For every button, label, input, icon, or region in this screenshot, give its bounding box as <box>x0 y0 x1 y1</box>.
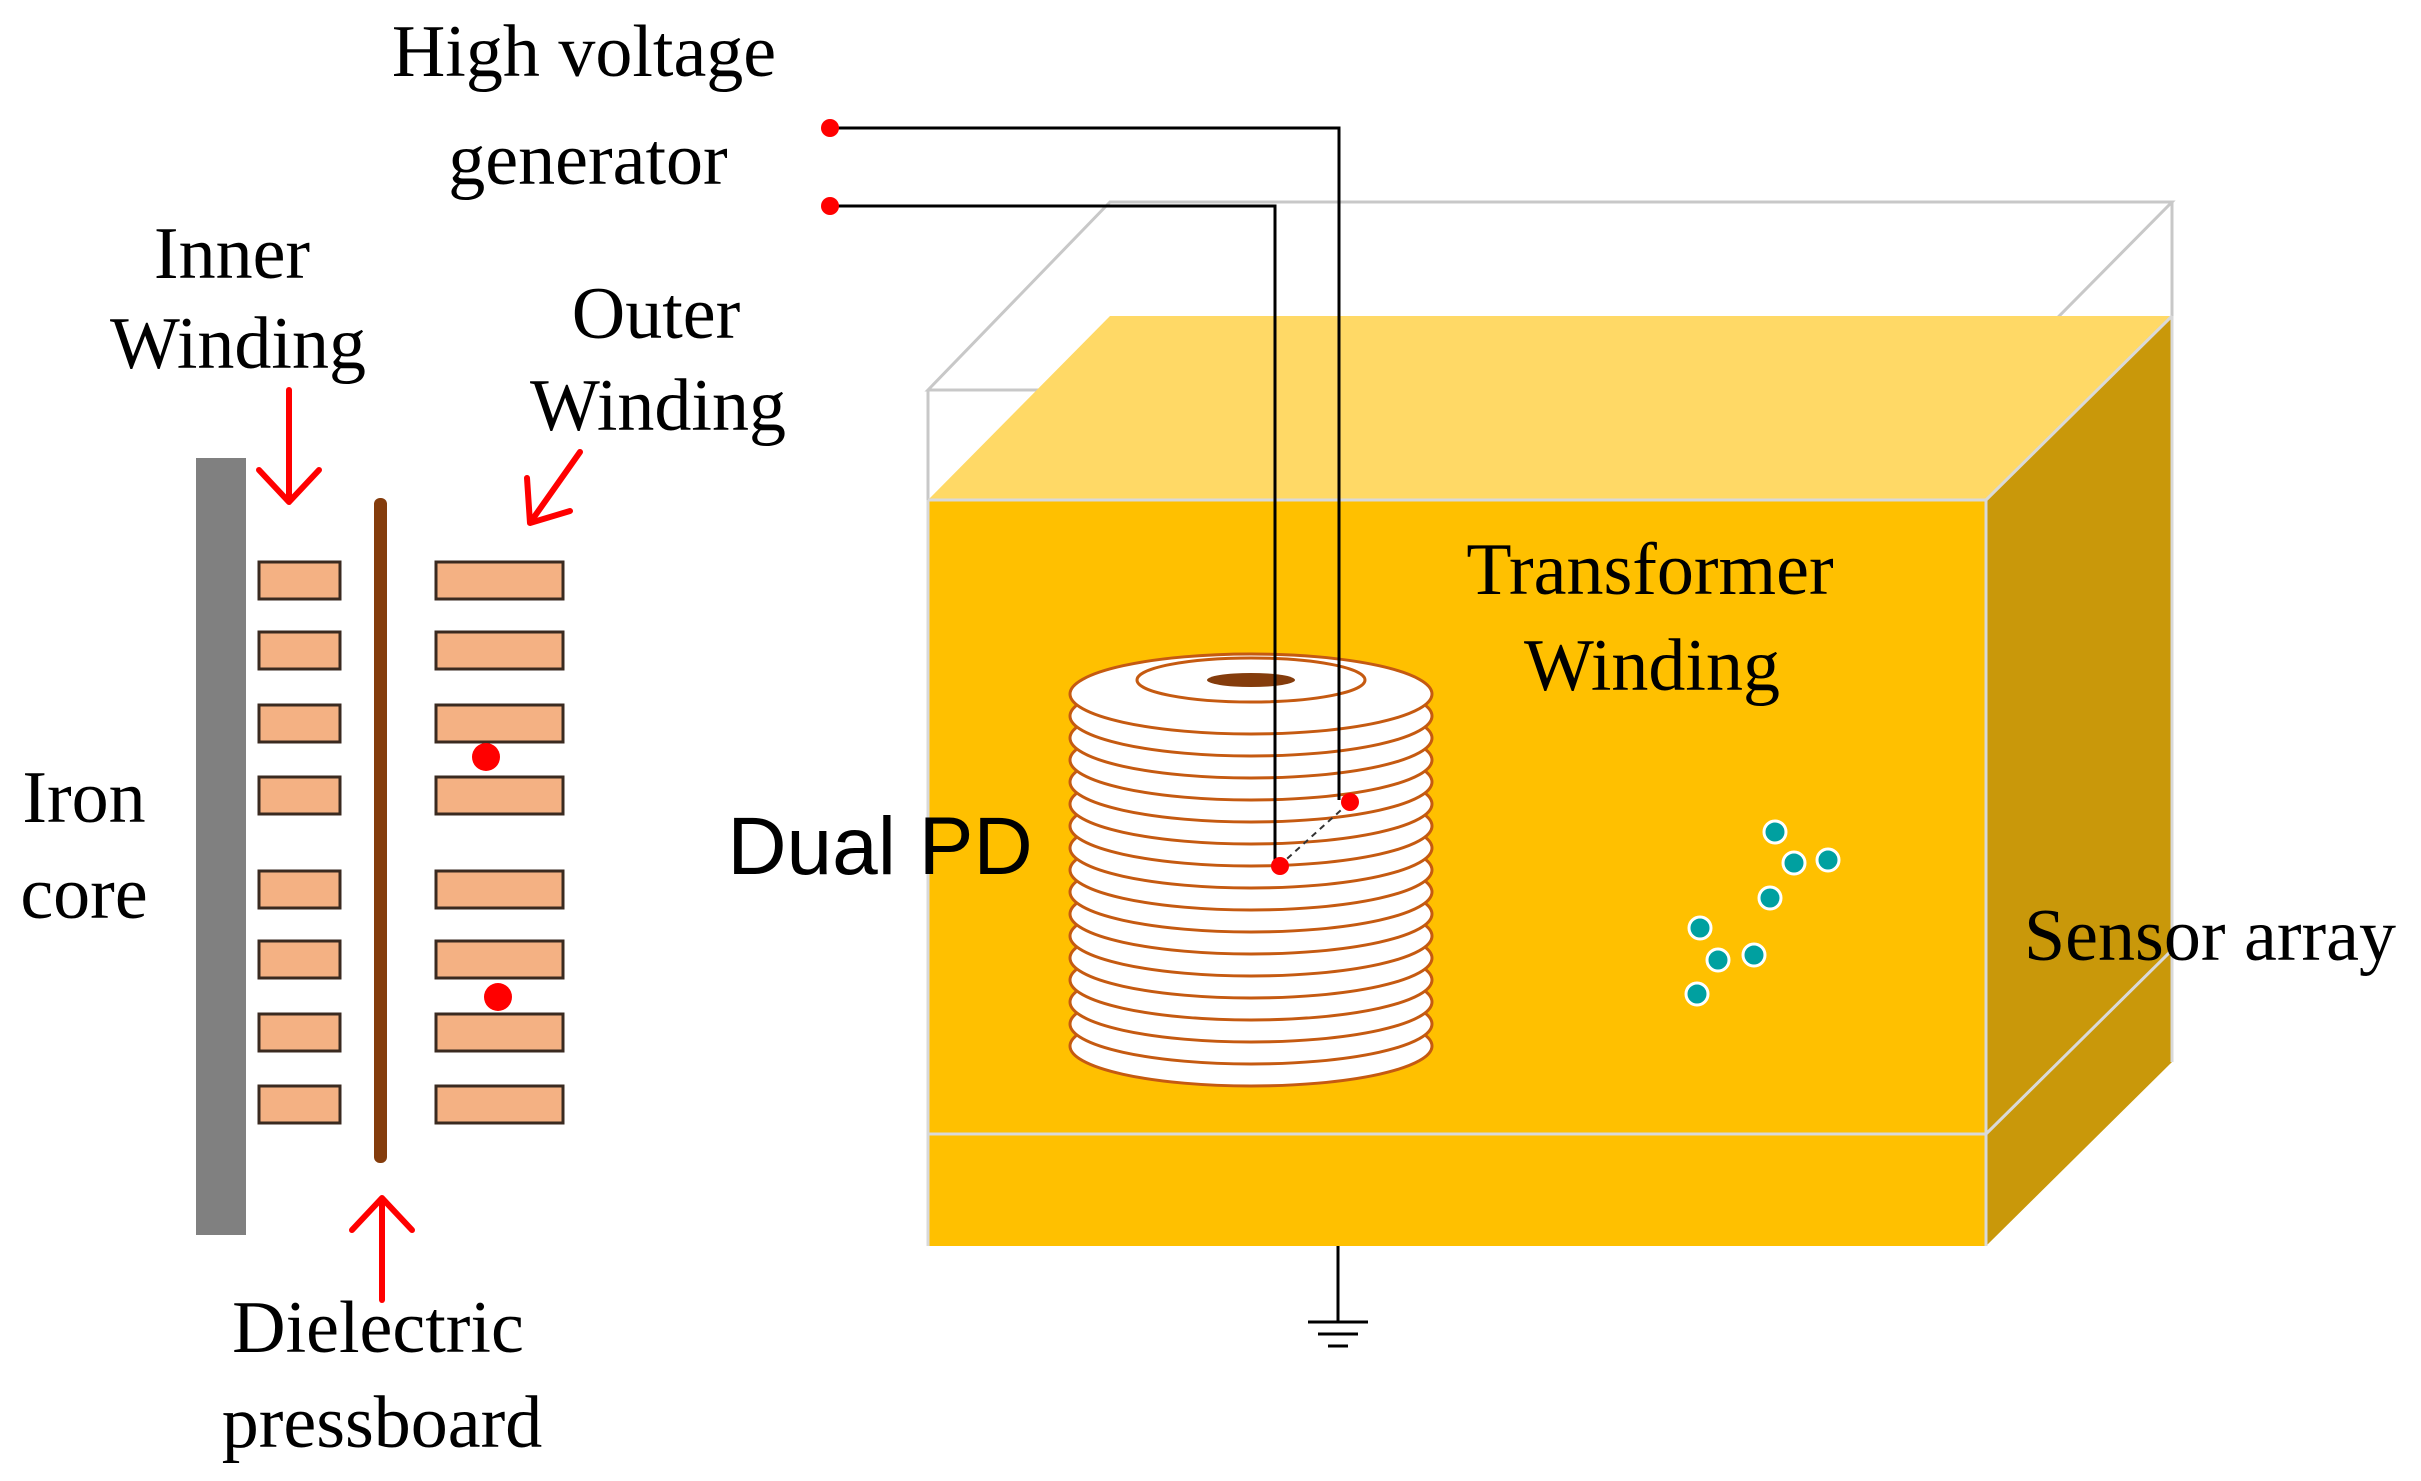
transformer-winding-label-line2: Winding <box>1524 625 1780 707</box>
inner-block <box>257 703 342 744</box>
sensor-dot <box>1741 942 1767 968</box>
hv-generator-label-line2: generator <box>448 119 727 201</box>
outer-block <box>434 630 565 671</box>
coil-top-ring <box>1135 656 1367 704</box>
outer-block <box>434 1012 565 1053</box>
sensor-dot <box>1684 981 1710 1007</box>
pd-source-dot <box>1341 793 1359 811</box>
hv-terminal <box>821 197 839 215</box>
transformer-coil-stack <box>1068 652 1434 1088</box>
tank-base-band <box>926 314 2174 1246</box>
hv-wires <box>830 126 1341 866</box>
sensor-dot <box>1757 885 1783 911</box>
inner-winding-blocks <box>257 560 342 1125</box>
pd-dot-lower <box>484 983 512 1011</box>
hv-generator-label-line1: High voltage <box>392 11 776 93</box>
sensor-dot <box>1705 947 1731 973</box>
inner-winding-label-line2: Winding <box>110 303 366 385</box>
oil-side <box>1986 316 2172 1246</box>
sensor-dot <box>1781 850 1807 876</box>
inner-block <box>257 939 342 980</box>
outer-block <box>434 703 565 744</box>
arrow-icon <box>524 449 583 526</box>
sensor-array-label: Sensor array <box>2024 895 2396 977</box>
oil-top-surface <box>928 316 2172 500</box>
outer-block <box>434 939 565 980</box>
inner-block <box>257 775 342 816</box>
pd-source-dot <box>1271 857 1289 875</box>
outer-block <box>434 775 565 816</box>
outer-block <box>434 560 565 601</box>
inner-block <box>257 1084 342 1125</box>
pd-dashed-link <box>1278 801 1351 867</box>
coil-center-hole <box>1207 673 1295 687</box>
dielectric-label-line2: pressboard <box>222 1382 543 1464</box>
arrow-icon <box>256 387 322 505</box>
inner-block <box>257 869 342 910</box>
inner-block <box>257 1012 342 1053</box>
hv-terminal <box>821 119 839 137</box>
outer-block <box>434 869 565 910</box>
dual-pd-label: Dual PD <box>727 801 1032 892</box>
outer-winding-blocks <box>434 560 565 1125</box>
sensor-array-dots <box>1684 819 1841 1007</box>
sensor-dot <box>1815 847 1841 873</box>
outer-winding-label-line2: Winding <box>530 365 786 447</box>
inner-block <box>257 630 342 671</box>
iron-core-label-line1: Iron <box>22 757 145 839</box>
dielectric-pressboard <box>374 498 387 1163</box>
transformer-winding-label-line1: Transformer <box>1466 529 1833 611</box>
sensor-dot <box>1762 819 1788 845</box>
iron-core-label-line2: core <box>20 853 147 935</box>
ground-symbol-icon <box>1308 1246 1368 1348</box>
sensor-dot <box>1687 915 1713 941</box>
dielectric-label-line1: Dielectric <box>232 1287 524 1369</box>
pd-dot-upper <box>472 743 500 771</box>
inner-winding-label-line1: Inner <box>154 213 310 295</box>
outer-winding-label-line1: Outer <box>572 273 741 355</box>
inner-block <box>257 560 342 601</box>
iron-core <box>196 458 246 1235</box>
arrow-icon <box>349 1195 415 1303</box>
outer-block <box>434 1084 565 1125</box>
